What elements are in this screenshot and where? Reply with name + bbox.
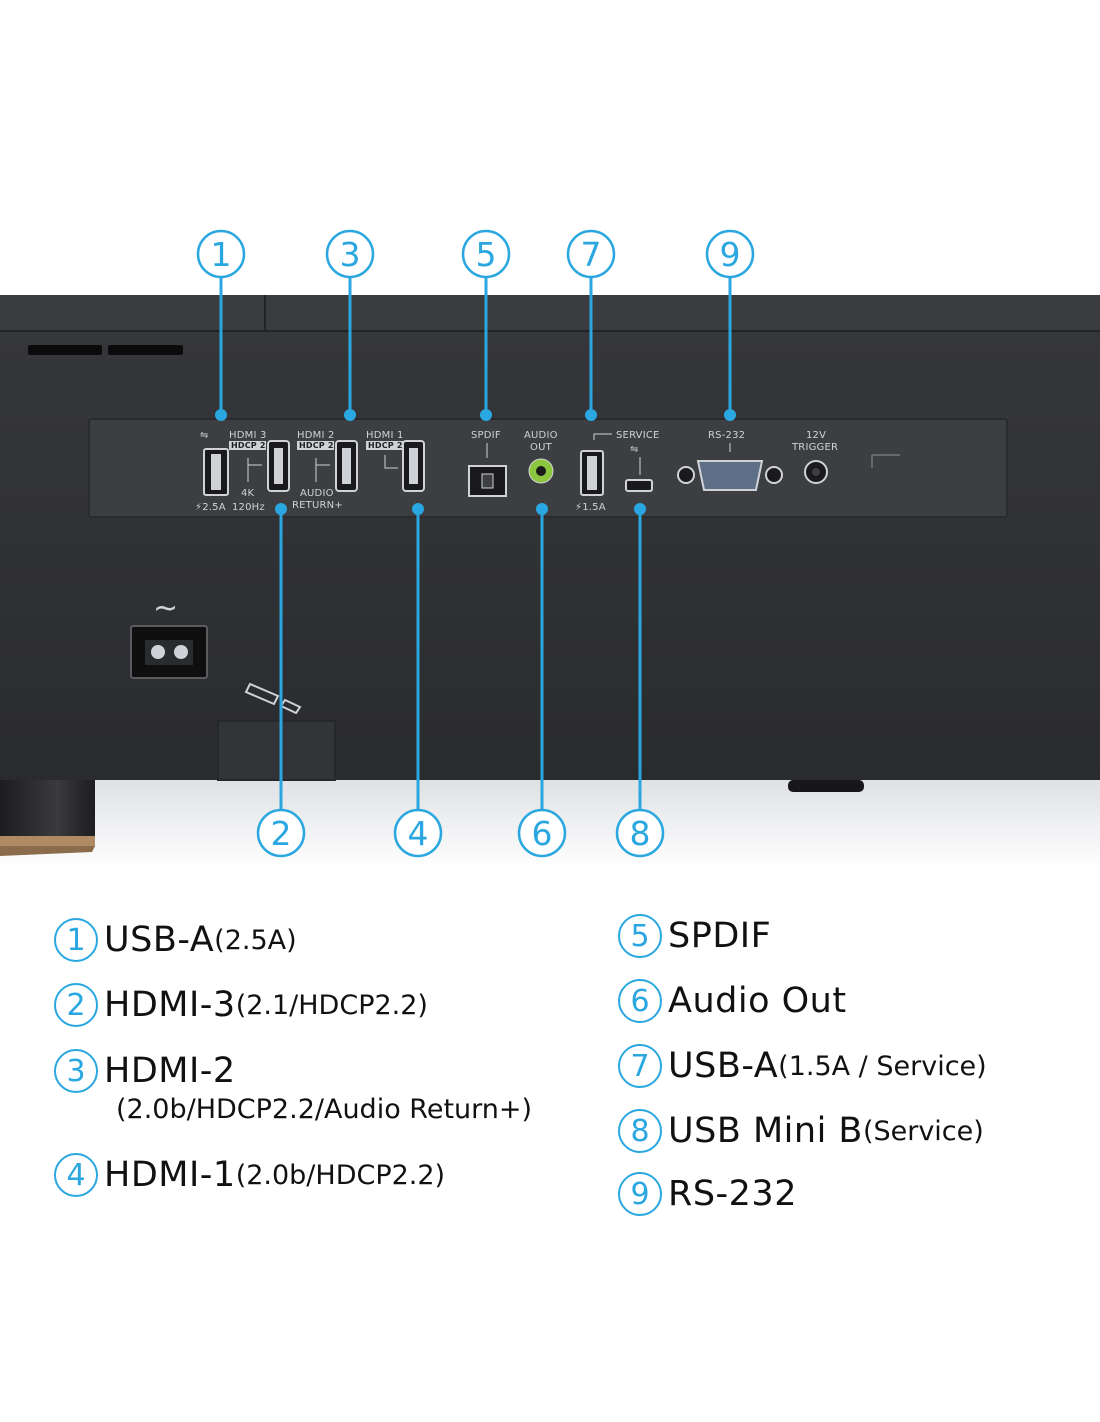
- legend-port-spec: (1.5A / Service): [778, 1050, 987, 1082]
- legend-number-circle: 4: [54, 1153, 98, 1197]
- vent-slot: [28, 345, 102, 355]
- callout-dot-5: [480, 409, 492, 421]
- usb-symbol-1: ⇋: [200, 430, 209, 441]
- callout-circle-8: [615, 808, 665, 858]
- bottom-cover: [217, 720, 336, 781]
- legend-number-circle: 9: [618, 1172, 662, 1216]
- legend-number-circle: 1: [54, 918, 98, 962]
- callout-number-5: 5: [476, 235, 497, 274]
- legend-port-name: HDMI-3: [104, 985, 236, 1025]
- callout-circle-1: [196, 229, 246, 279]
- callout-dot-6: [536, 503, 548, 515]
- legend-number-circle: 8: [618, 1109, 662, 1153]
- callout-lines: [215, 278, 736, 809]
- rs232-label: RS-232: [708, 430, 745, 441]
- io-panel: ⇋ ⚡2.5A HDMI 3 HDCP 2.2 4K 120Hz HDMI 2 …: [88, 418, 1008, 518]
- rs232-screw-right: [765, 466, 783, 484]
- hdmi2-note-audio: AUDIO: [300, 488, 334, 499]
- audio-out-label-b: OUT: [530, 442, 553, 453]
- callout-number-4: 4: [408, 814, 429, 853]
- callout-dot-8: [634, 503, 646, 515]
- callout-circle-3: [325, 229, 375, 279]
- audio-out-label-a: AUDIO: [524, 430, 558, 441]
- hdmi2-label: HDMI 2: [297, 430, 335, 441]
- callout-circle-2: [256, 808, 306, 858]
- callout-number-6: 6: [532, 814, 553, 853]
- callout-number-1: 1: [211, 235, 232, 274]
- legend-number-circle: 6: [618, 979, 662, 1023]
- hdmi3-note-120hz: 120Hz: [232, 502, 265, 513]
- legend-port-name: USB-A: [668, 1046, 779, 1086]
- legend-port-name: SPDIF: [668, 916, 772, 956]
- hdmi3-hdcp-label: HDCP 2.2: [231, 441, 275, 450]
- hdmi2-note-return: RETURN+: [292, 500, 343, 511]
- callout-dot-4: [412, 503, 424, 515]
- projector-chassis: [0, 295, 1100, 780]
- rs232-screw-left: [677, 466, 695, 484]
- legend-port-spec: (2.5A): [214, 924, 297, 956]
- hdmi1-label: HDMI 1: [366, 430, 404, 441]
- legend-number-circle: 2: [54, 983, 98, 1027]
- legend-port-name: Audio Out: [668, 981, 847, 1021]
- usb2-current-label: ⚡1.5A: [575, 502, 606, 513]
- trigger-label-b: TRIGGER: [791, 442, 838, 453]
- legend-port-spec: (Service): [862, 1115, 984, 1147]
- legend-port-name: USB Mini B: [668, 1111, 863, 1151]
- callout-number-3: 3: [340, 235, 361, 274]
- callout-dot-9: [724, 409, 736, 421]
- callout-dot-1: [215, 409, 227, 421]
- usb1-current-label: ⚡2.5A: [195, 502, 226, 513]
- callout-circle-6: [517, 808, 567, 858]
- callout-circle-9: [705, 229, 755, 279]
- usb-symbol-2: ⇋: [630, 444, 639, 455]
- trigger-label-a: 12V: [806, 430, 826, 441]
- hdmi3-label: HDMI 3: [229, 430, 267, 441]
- hdmi1-hdcp-label: HDCP 2.2: [368, 441, 412, 450]
- callout-number-8: 8: [630, 814, 651, 853]
- hdmi3-note-4k: 4K: [241, 488, 255, 499]
- callout-circle-5: [461, 229, 511, 279]
- ac-symbol: ~: [153, 591, 178, 626]
- legend-port-spec: (2.0b/HDCP2.2): [235, 1159, 446, 1191]
- spdif-label: SPDIF: [471, 430, 501, 441]
- callout-circle-7: [566, 229, 616, 279]
- legend-port-name: HDMI-2: [104, 1051, 236, 1091]
- projector-foot: [0, 780, 95, 856]
- legend-number-circle: 3: [54, 1049, 98, 1093]
- ac-power-inlet: ~: [130, 591, 208, 679]
- vent-slot: [108, 345, 183, 355]
- callout-number-9: 9: [720, 235, 741, 274]
- callout-dot-7: [585, 409, 597, 421]
- legend-port-name: USB-A: [104, 920, 215, 960]
- hdmi2-hdcp-label: HDCP 2.2: [299, 441, 343, 450]
- legend-port-spec: (2.1/HDCP2.2): [235, 989, 428, 1021]
- legend-port-name: HDMI-1: [104, 1155, 236, 1195]
- rs232-port: [696, 460, 764, 491]
- legend-port-name: RS-232: [668, 1174, 797, 1214]
- projector-foot-right: [788, 780, 864, 792]
- service-label: SERVICE: [616, 430, 660, 441]
- legend-number-circle: 7: [618, 1044, 662, 1088]
- callout-circles: 1 3 5 7 9 2 4 6 8: [196, 229, 755, 858]
- callout-number-2: 2: [271, 814, 292, 853]
- callout-dot-2: [275, 503, 287, 515]
- usb-mini-b-port: [625, 479, 653, 492]
- callout-dot-3: [344, 409, 356, 421]
- callout-number-7: 7: [581, 235, 602, 274]
- legend-number-circle: 5: [618, 914, 662, 958]
- callout-circle-4: [393, 808, 443, 858]
